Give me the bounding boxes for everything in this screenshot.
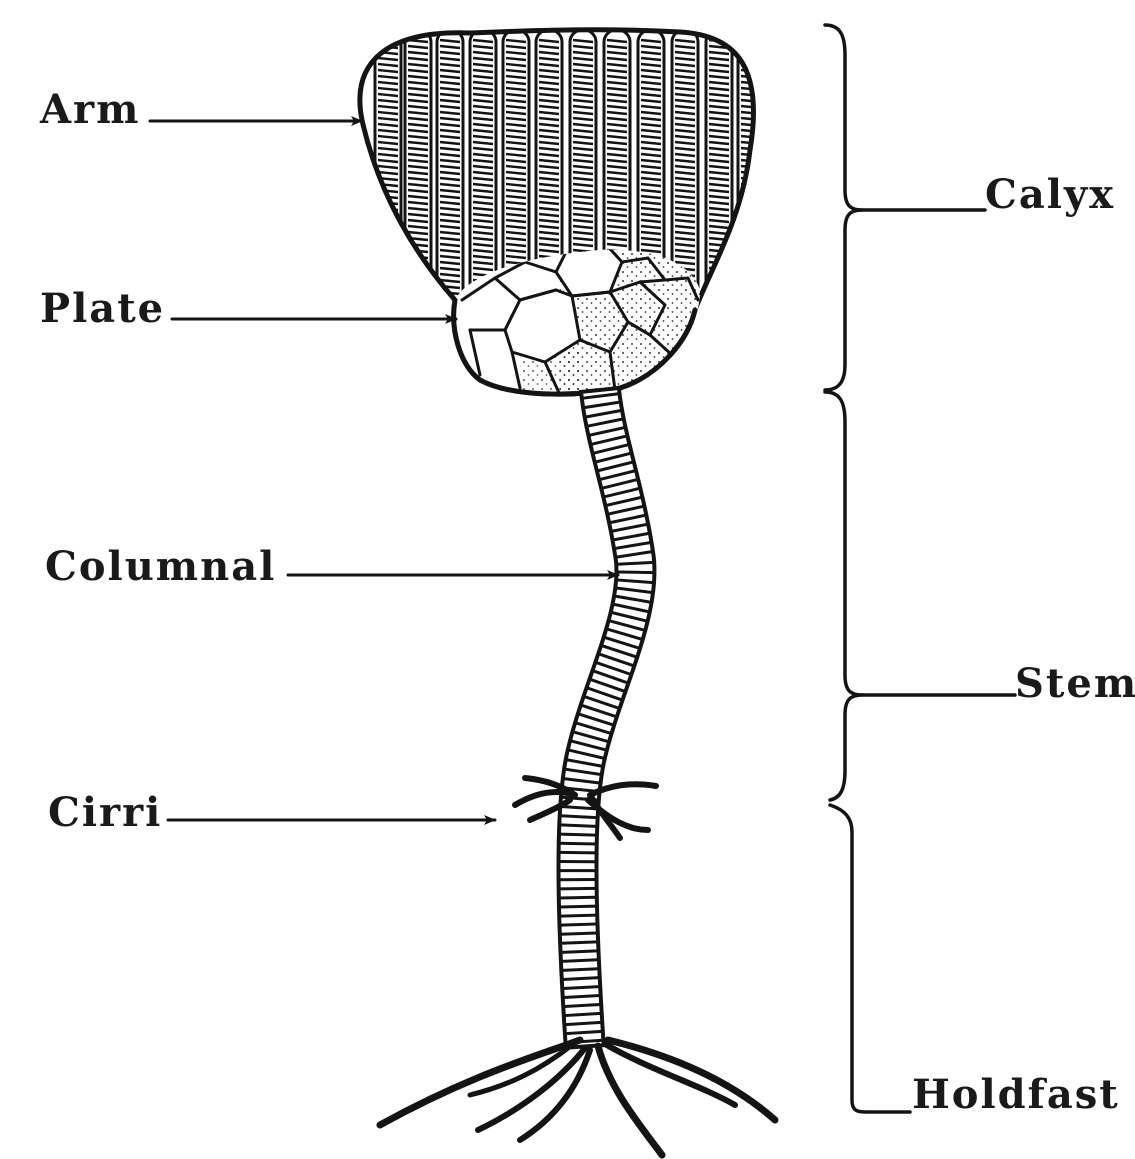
- columnal-ring: [562, 951, 598, 953]
- label-stem: Stem: [1015, 660, 1135, 707]
- columnal-ring: [617, 572, 653, 573]
- columnal-ring: [560, 834, 596, 835]
- label-arm: Arm: [39, 86, 140, 133]
- columnal-ring: [561, 942, 597, 943]
- columnal-ring: [562, 960, 598, 962]
- label-cirri: Cirri: [48, 789, 162, 836]
- columnal-ring: [565, 1013, 601, 1015]
- columnal-ring: [562, 969, 598, 971]
- columnal-ring: [560, 906, 596, 907]
- columnal-ring: [561, 933, 597, 934]
- stem-brace: [825, 392, 862, 800]
- label-plate: Plate: [40, 285, 165, 332]
- columnal-ring: [617, 562, 653, 564]
- columnal-ring: [561, 816, 597, 818]
- label-calyx: Calyx: [985, 171, 1115, 218]
- columnal-ring: [561, 924, 597, 925]
- columnal-ring: [564, 996, 600, 998]
- columnal-ring: [563, 978, 599, 980]
- label-columnal: Columnal: [45, 543, 276, 590]
- arm-segment-band: [706, 30, 732, 390]
- columnal-ring: [560, 843, 596, 844]
- columnal-ring: [560, 897, 596, 898]
- stem-drawing: [559, 388, 655, 1050]
- columnal-ring: [563, 987, 599, 989]
- calyx-brace: [825, 25, 862, 390]
- columnal-ring: [560, 915, 596, 916]
- label-holdfast: Holdfast: [912, 1071, 1120, 1118]
- arm-segment-band: [375, 30, 401, 390]
- columnal-ring: [564, 1004, 600, 1006]
- holdfast-brace: [830, 805, 910, 1112]
- holdfast-drawing: [380, 1040, 775, 1155]
- arm-segment-band: [405, 30, 431, 390]
- columnal-ring: [560, 825, 596, 826]
